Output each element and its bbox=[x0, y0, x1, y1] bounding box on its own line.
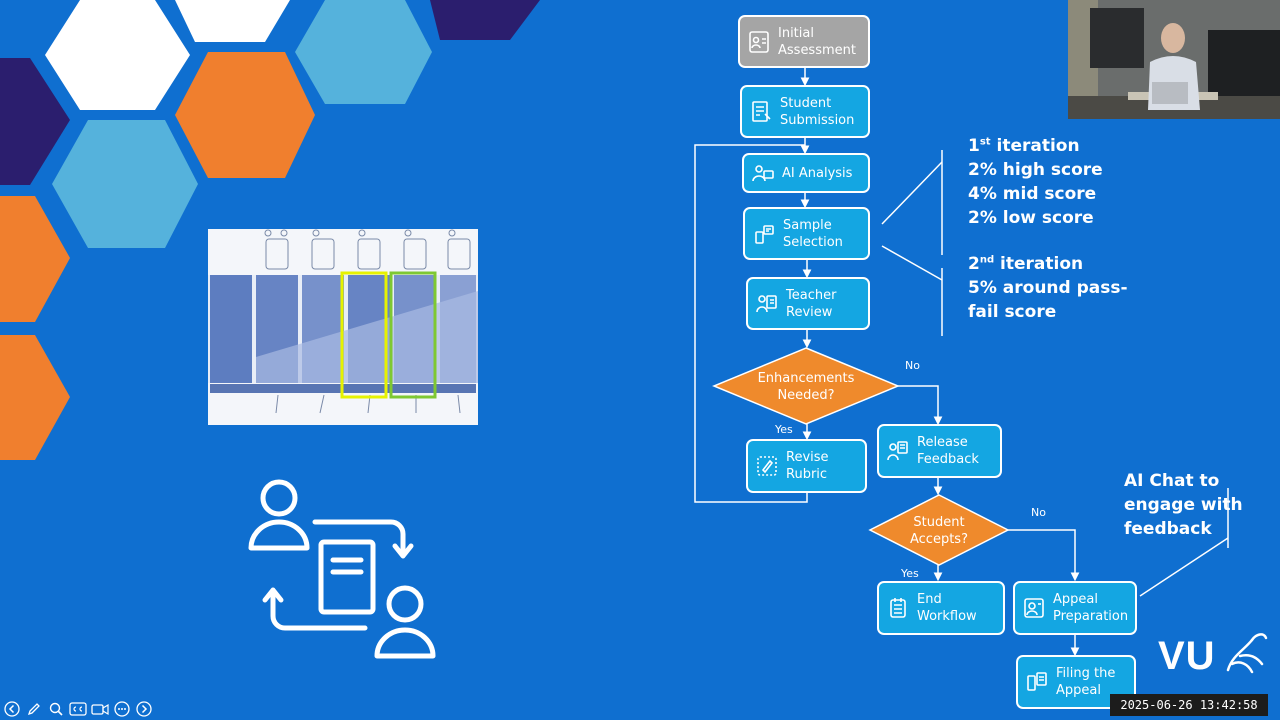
ai-analysis-node: AI Analysis bbox=[742, 153, 870, 193]
teacher-review-label: Teacher Review bbox=[786, 287, 837, 320]
slideshow-toolbar bbox=[2, 700, 154, 718]
back-icon[interactable] bbox=[2, 700, 22, 718]
student-submission-label: Student Submission bbox=[780, 95, 855, 128]
appeal-preparation-label: Appeal Preparation bbox=[1053, 592, 1129, 624]
second-iteration-block: 2nd iteration 5% around pass- fail score bbox=[968, 252, 1128, 324]
hex-orange-2 bbox=[0, 196, 70, 322]
end-workflow-node: End Workflow bbox=[877, 581, 1005, 635]
ai-analysis-icon bbox=[750, 160, 776, 186]
filing-appeal-icon bbox=[1024, 669, 1050, 695]
presenter-video-frame bbox=[1068, 0, 1280, 119]
automation-levels-figure bbox=[208, 229, 478, 414]
ai-analysis-label: AI Analysis bbox=[782, 165, 853, 181]
more-icon[interactable] bbox=[112, 700, 132, 718]
forward-icon[interactable] bbox=[134, 700, 154, 718]
student-accepts-label: Student Accepts? bbox=[910, 515, 968, 547]
release-feedback-label: Release Feedback bbox=[917, 435, 979, 467]
enhancements-yes-label: Yes bbox=[775, 423, 793, 436]
second-iteration-line: fail score bbox=[968, 302, 1057, 322]
hex-lightblue-1 bbox=[295, 0, 432, 104]
student-accepts-diamond bbox=[868, 494, 1010, 566]
revise-rubric-node: Revise Rubric bbox=[746, 439, 867, 493]
pen-icon[interactable] bbox=[24, 700, 44, 718]
presenter-webcam bbox=[1068, 0, 1280, 119]
teacher-review-icon bbox=[754, 291, 780, 317]
vu-logo: VU bbox=[1158, 634, 1216, 679]
accepts-no-label: No bbox=[1031, 506, 1046, 519]
first-iteration-line: 2% low score bbox=[968, 208, 1094, 228]
hexagon-decoration bbox=[0, 0, 540, 460]
ai-chat-note: AI Chat to engage with feedback bbox=[1124, 471, 1243, 539]
automation-levels-thumbnail bbox=[208, 229, 478, 425]
appeal-preparation-icon bbox=[1021, 595, 1047, 621]
end-workflow-icon bbox=[885, 595, 911, 621]
second-iteration-line: 5% around pass- bbox=[968, 278, 1128, 298]
hex-white-1 bbox=[45, 0, 190, 110]
first-iteration-heading: 1st iteration bbox=[968, 136, 1080, 156]
people-exchange-icon bbox=[248, 479, 436, 659]
sample-selection-node: Sample Selection bbox=[743, 207, 870, 260]
first-iteration-block: 1st iteration 2% high score 4% mid score… bbox=[968, 134, 1103, 230]
filing-appeal-label: Filing the Appeal bbox=[1056, 666, 1116, 698]
appeal-preparation-node: Appeal Preparation bbox=[1013, 581, 1137, 635]
release-feedback-icon bbox=[885, 438, 911, 464]
enhancements-diamond bbox=[712, 347, 900, 425]
revise-rubric-label: Revise Rubric bbox=[786, 450, 829, 482]
end-workflow-label: End Workflow bbox=[917, 592, 977, 624]
sample-selection-label: Sample Selection bbox=[783, 217, 843, 250]
sample-selection-icon bbox=[751, 221, 777, 247]
hex-purple-top bbox=[430, 0, 540, 40]
enhancements-no-label: No bbox=[905, 359, 920, 372]
hex-purple-left bbox=[0, 58, 70, 185]
hex-orange-3 bbox=[0, 335, 70, 460]
filing-appeal-node: Filing the Appeal bbox=[1016, 655, 1136, 709]
student-submission-node: Student Submission bbox=[740, 85, 870, 138]
revise-rubric-icon bbox=[754, 453, 780, 479]
assessment-icon bbox=[746, 29, 772, 55]
submission-icon bbox=[748, 99, 774, 125]
captions-icon[interactable] bbox=[68, 700, 88, 718]
hex-orange-1 bbox=[175, 52, 315, 178]
hex-lightblue-2 bbox=[52, 120, 198, 248]
release-feedback-node: Release Feedback bbox=[877, 424, 1002, 478]
accepts-yes-label: Yes bbox=[901, 567, 919, 580]
zoom-icon[interactable] bbox=[46, 700, 66, 718]
first-iteration-line: 4% mid score bbox=[968, 184, 1097, 204]
first-iteration-line: 2% high score bbox=[968, 160, 1103, 180]
initial-assessment-node: Initial Assessment bbox=[738, 15, 870, 68]
teacher-review-node: Teacher Review bbox=[746, 277, 870, 330]
camera-icon[interactable] bbox=[90, 700, 110, 718]
initial-assessment-label: Initial Assessment bbox=[778, 25, 856, 58]
hex-white-2 bbox=[175, 0, 290, 42]
recording-timestamp: 2025-06-26 13:42:58 bbox=[1110, 694, 1268, 716]
second-iteration-heading: 2nd iteration bbox=[968, 254, 1084, 274]
griffin-logo-icon bbox=[1226, 633, 1268, 674]
vu-logo-text: VU bbox=[1158, 634, 1216, 678]
enhancements-needed-label: Enhancements Needed? bbox=[757, 371, 855, 403]
